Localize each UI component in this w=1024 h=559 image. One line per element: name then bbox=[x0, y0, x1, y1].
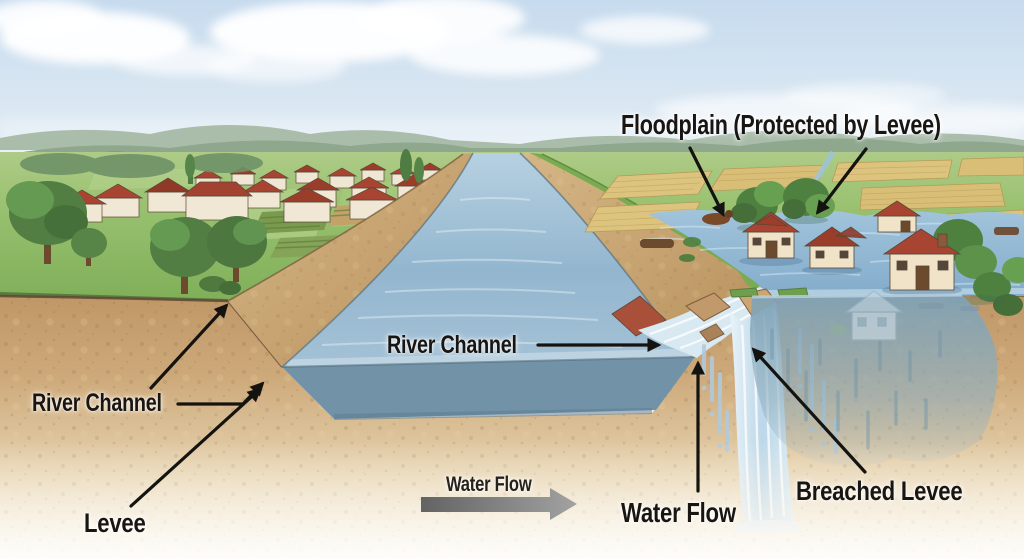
label-water-flow-direction: Water Flow bbox=[446, 473, 532, 496]
submerged-debris bbox=[918, 303, 980, 311]
label-river-channel-left: River Channel bbox=[32, 389, 162, 417]
floating-debris bbox=[640, 210, 1019, 262]
left-levee bbox=[227, 152, 474, 368]
leader-arrows bbox=[129, 146, 868, 508]
village-trees bbox=[6, 149, 424, 295]
label-river-channel-center: River Channel bbox=[387, 331, 517, 359]
submerged-ghost-house bbox=[829, 290, 904, 341]
levee-pointer bbox=[129, 387, 262, 508]
label-floodplain: Floodplain (Protected by Levee) bbox=[621, 109, 941, 140]
river-cut-face bbox=[281, 356, 696, 420]
label-water-flow-breach: Water Flow bbox=[621, 497, 736, 528]
flooded-houses bbox=[611, 200, 962, 337]
floodplain-pointer-right bbox=[815, 147, 868, 215]
water-flow-arrow-icon bbox=[421, 488, 577, 520]
breached-levee-pointer bbox=[751, 347, 867, 474]
underwater-area bbox=[750, 290, 998, 467]
floodplain-pointer-left bbox=[688, 146, 725, 218]
label-levee: Levee bbox=[84, 508, 146, 538]
river-channel-left-pointer-upper bbox=[149, 303, 229, 390]
label-breached-levee: Breached Levee bbox=[796, 476, 963, 506]
